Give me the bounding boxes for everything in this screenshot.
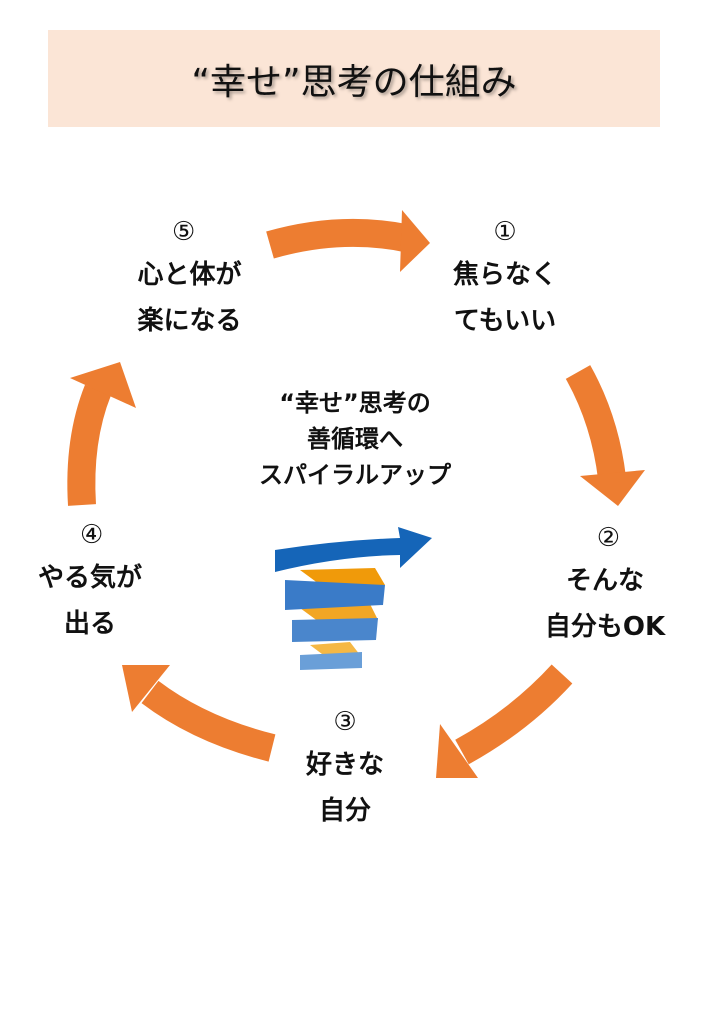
center-caption: “幸せ”思考の 善循環へ スパイラルアップ [200, 385, 510, 493]
step-number: ④ [80, 520, 104, 550]
arrowhead-1 [400, 210, 430, 272]
step-text: 楽になる [137, 306, 242, 336]
arrow-5-to-1 [266, 218, 408, 259]
arrow-1-to-2 [565, 365, 626, 480]
arrowhead-5 [70, 362, 136, 408]
page-title: “幸せ”思考の仕組み [191, 61, 517, 103]
step-text: 焦らなく [452, 260, 557, 290]
step-4: ④ やる気が 出る [25, 515, 155, 647]
center-line: スパイラルアップ [259, 461, 451, 489]
step-text: てもいい [453, 306, 557, 336]
arrowhead-2 [580, 470, 645, 506]
step-3: ③ 好きな 自分 [290, 702, 400, 834]
step-text: 自分 [318, 796, 371, 826]
step-text: 自分もOK [544, 612, 666, 642]
title-banner: “幸せ”思考の仕組み [48, 30, 660, 127]
step-text: やる気が [37, 563, 142, 593]
step-text: 出る [63, 609, 116, 639]
arrowhead-4 [122, 665, 170, 712]
step-2: ② そんな 自分もOK [535, 518, 675, 650]
arrow-4-to-5 [67, 384, 112, 506]
step-5: ⑤ 心と体が 楽になる [122, 212, 257, 344]
step-number: ⑤ [172, 217, 196, 247]
step-text: そんな [565, 566, 644, 596]
arrow-2-to-3 [455, 664, 573, 765]
step-number: ③ [333, 707, 357, 737]
step-1: ① 焦らなく てもいい [440, 212, 570, 344]
step-text: 心と体が [137, 260, 242, 290]
center-line: 善循環へ [307, 425, 403, 453]
step-text: 好きな [305, 750, 384, 780]
spiral-up-icon [275, 527, 432, 670]
arrow-3-to-4 [141, 680, 276, 762]
step-number: ② [596, 523, 620, 553]
center-line: “幸せ”思考の [279, 389, 431, 417]
step-number: ① [493, 217, 517, 247]
arrowhead-3 [436, 724, 478, 778]
